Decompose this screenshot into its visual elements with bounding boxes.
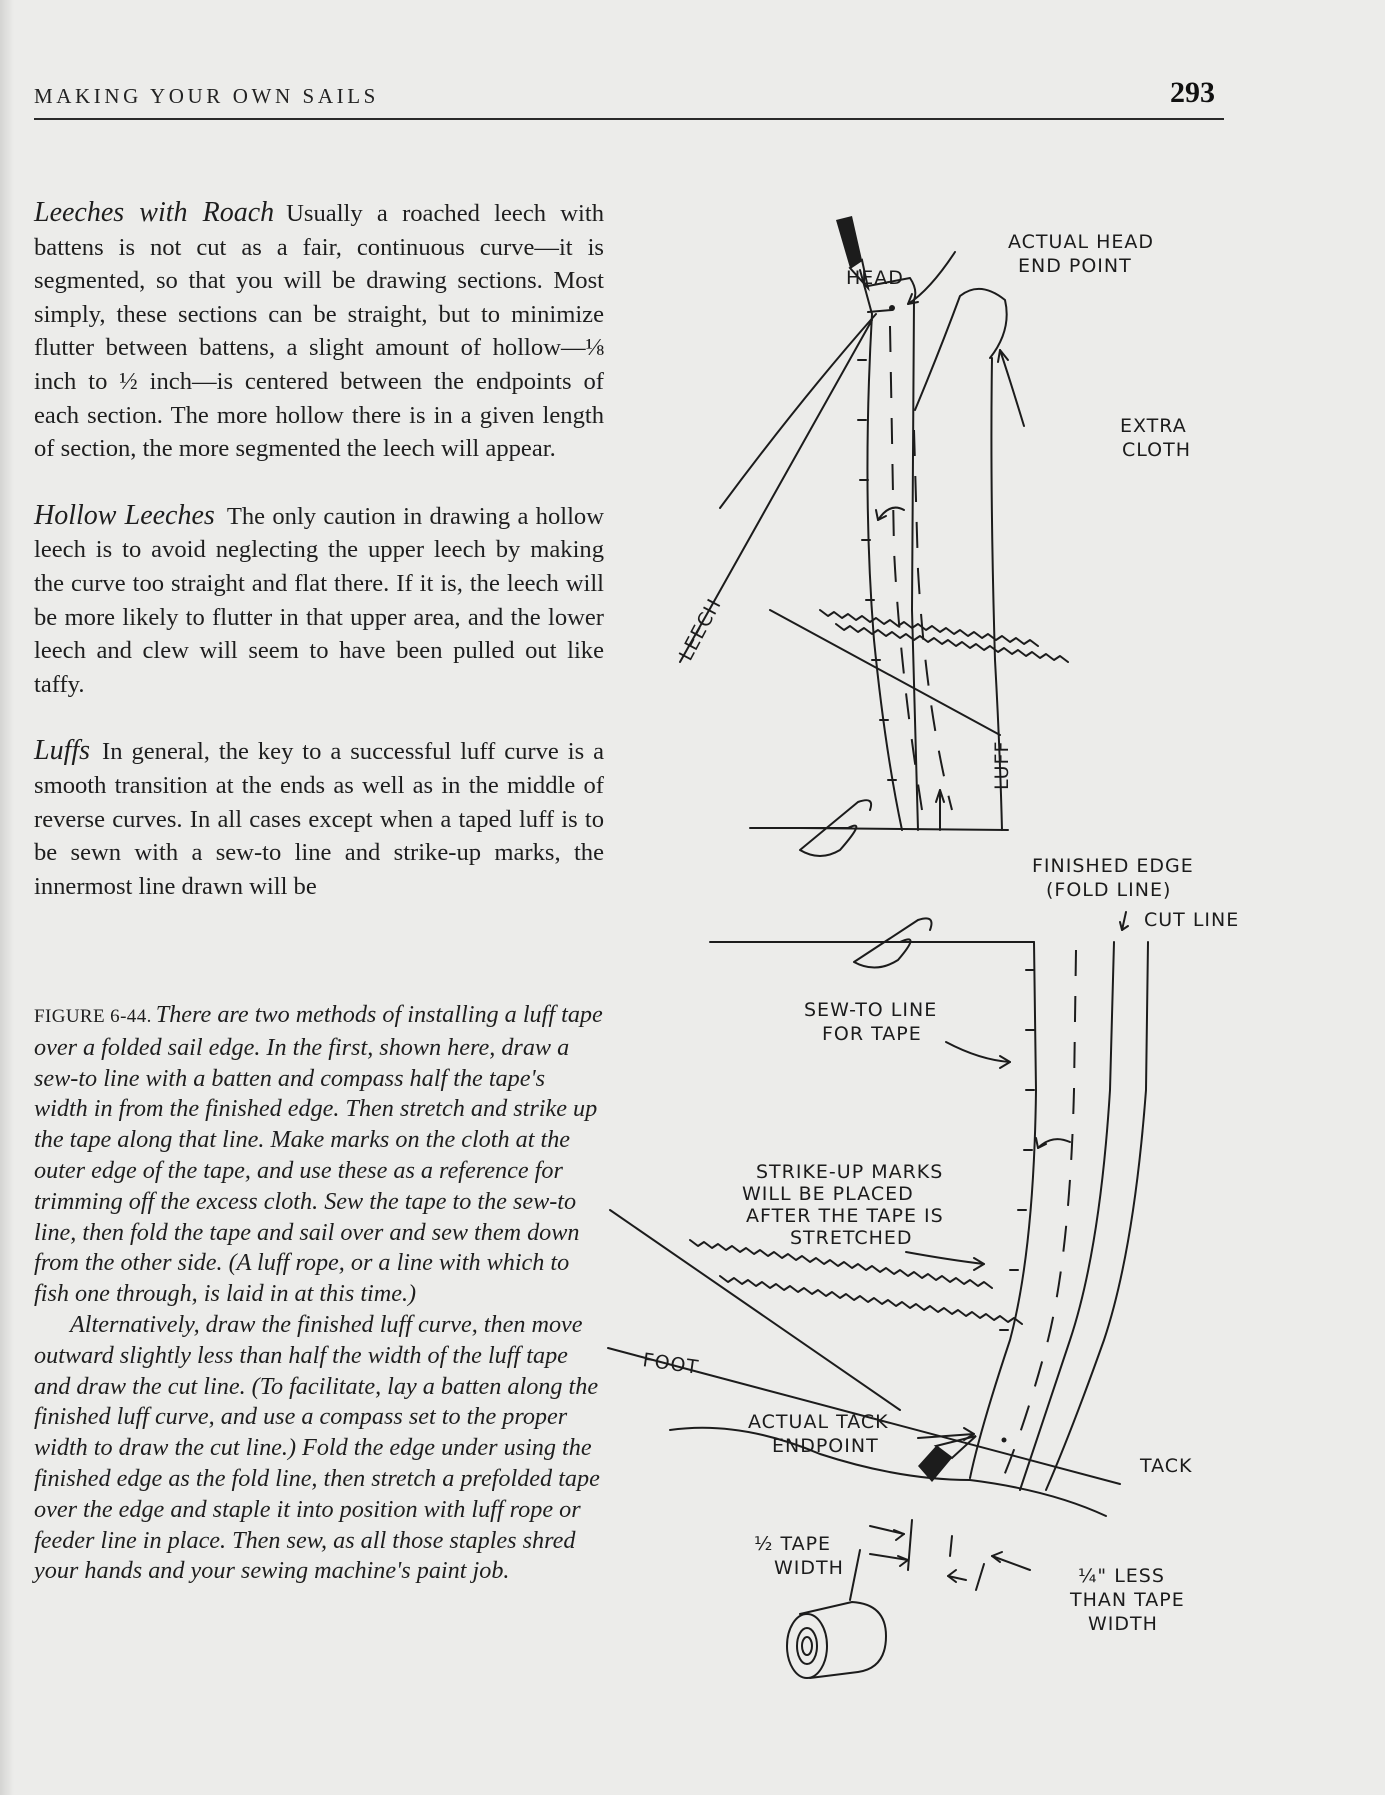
label-half-tape-2: WIDTH <box>774 1557 844 1579</box>
leech-line <box>719 313 877 509</box>
leech-lower-line <box>679 319 873 663</box>
label-finished-edge-1: FINISHED EDGE <box>1032 855 1194 877</box>
label-quarter-less-1: ¼" LESS <box>1078 1565 1165 1587</box>
label-strike-1: STRIKE-UP MARKS <box>756 1161 943 1183</box>
label-strike-4: STRETCHED <box>790 1227 913 1249</box>
extra-cloth-outline <box>914 288 1008 411</box>
header-rule <box>34 118 1224 120</box>
cut-line-upper <box>913 429 953 811</box>
batten-diagonal-upper <box>769 609 1001 736</box>
luff-tape-illustration: ACTUAL HEAD END POINT HEAD EXTRA CLOTH L… <box>600 190 1260 1730</box>
figure-label: FIGURE 6-44. <box>34 1006 152 1027</box>
label-head: HEAD <box>846 267 904 289</box>
pencil-icon <box>836 216 873 315</box>
label-tack-end-1: ACTUAL TACK <box>748 1411 889 1433</box>
upper-sail-panel: ACTUAL HEAD END POINT HEAD EXTRA CLOTH L… <box>675 216 1194 901</box>
section-heading: Leeches with Roach <box>34 197 275 228</box>
spine-shadow <box>0 0 14 1795</box>
label-half-tape-1: ½ TAPE <box>754 1533 831 1555</box>
label-tack-end-2: ENDPOINT <box>772 1435 879 1457</box>
tape-roll-icon <box>786 1549 887 1679</box>
label-finished-edge-2: (FOLD LINE) <box>1046 879 1171 901</box>
label-actual-head-1: ACTUAL HEAD <box>1008 231 1154 253</box>
label-foot: FOOT <box>641 1349 700 1379</box>
sew-to-line-upper <box>889 325 923 811</box>
finished-edge-lower <box>969 941 1037 1479</box>
label-luff: LUFF <box>991 741 1013 790</box>
lower-sail-panel: CUT LINE <box>607 909 1239 1679</box>
label-extra-cloth-1: EXTRA <box>1120 415 1187 437</box>
label-quarter-less-2: THAN TAPE <box>1069 1589 1185 1611</box>
label-actual-head-2: END POINT <box>1018 255 1132 277</box>
label-quarter-less-3: WIDTH <box>1088 1613 1158 1635</box>
label-strike-3: AFTER THE TAPE IS <box>746 1205 944 1227</box>
foot-line <box>607 1347 1121 1485</box>
label-strike-2: WILL BE PLACED <box>742 1183 914 1205</box>
pencil-icon <box>918 1435 977 1482</box>
section-heading: Hollow Leeches <box>34 499 215 531</box>
label-sew-to-2: FOR TAPE <box>822 1023 922 1045</box>
cloth-edge <box>867 277 919 831</box>
caption-alternative: Alternatively, draw the finished luff cu… <box>34 1310 600 1585</box>
caption-text: There are two methods of installing a lu… <box>34 1001 603 1308</box>
caption-paragraph: FIGURE 6-44.There are two methods of ins… <box>34 1000 604 1310</box>
label-leech: LEECH <box>675 595 726 665</box>
label-tack: TACK <box>1139 1455 1193 1477</box>
luff-line <box>866 313 903 831</box>
paragraph-text: In general, the key to a successful luff… <box>34 738 604 900</box>
label-cut-line: CUT LINE <box>1144 909 1239 931</box>
figure-caption: FIGURE 6-44.There are two methods of ins… <box>34 1000 604 1587</box>
extra-cloth-edge <box>990 357 1003 831</box>
page-number: 293 <box>1170 76 1215 109</box>
paragraph-text: The only caution in drawing a hollow lee… <box>34 502 604 698</box>
luff-tape-drawing: ACTUAL HEAD END POINT HEAD EXTRA CLOTH L… <box>607 216 1239 1679</box>
section-heading: Luffs <box>34 735 91 767</box>
paragraph-text: Usually a roached leech with battens is … <box>34 200 604 463</box>
running-head: MAKING YOUR OWN SAILS <box>34 84 379 108</box>
label-extra-cloth-2: CLOTH <box>1122 439 1191 461</box>
label-sew-to-1: SEW-TO LINE <box>804 999 937 1021</box>
